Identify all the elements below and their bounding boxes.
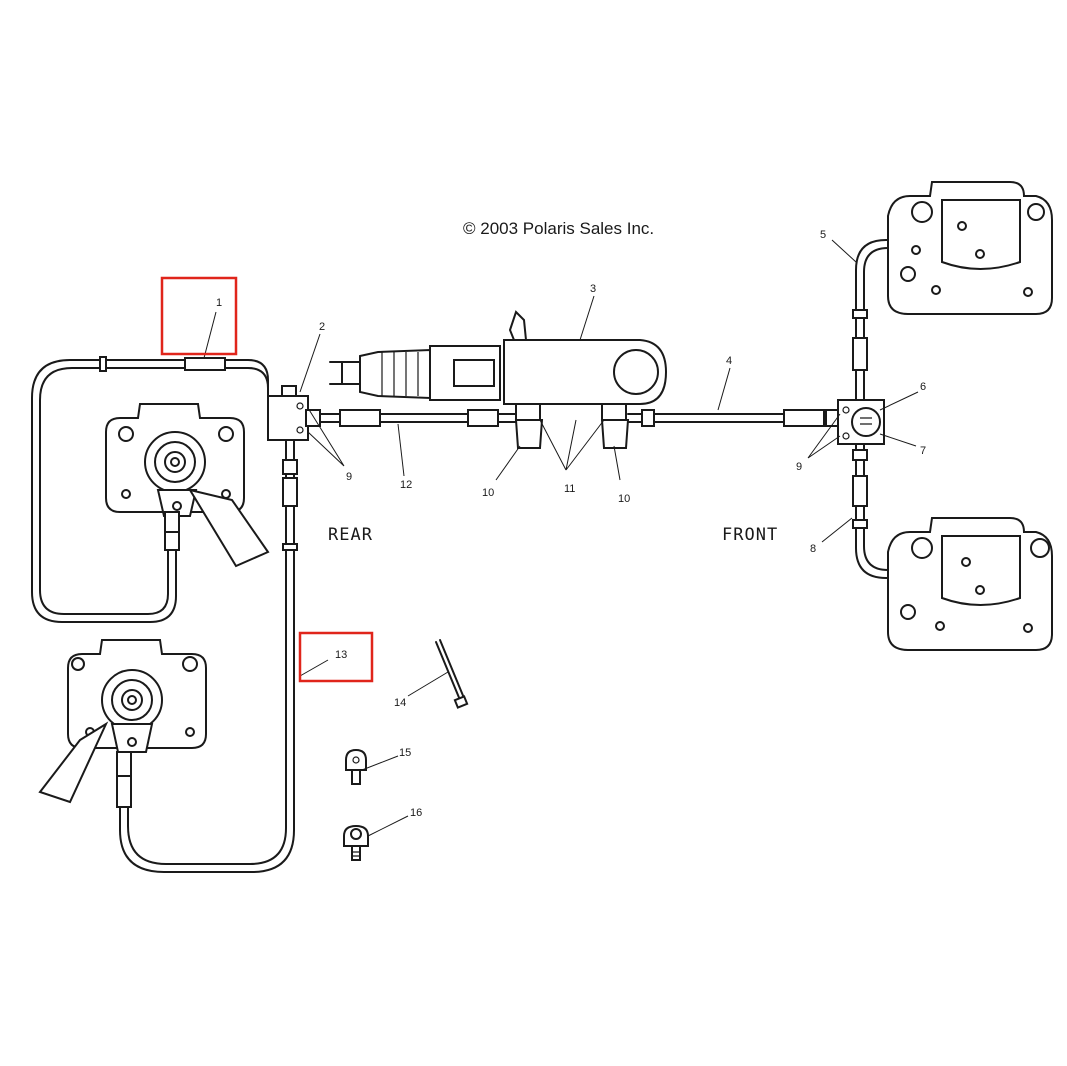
svg-text:2: 2 bbox=[319, 321, 325, 333]
rear-caliper-lower bbox=[38, 639, 207, 804]
rear-caliper-upper bbox=[105, 403, 270, 568]
svg-text:14: 14 bbox=[394, 697, 406, 709]
svg-text:16: 16 bbox=[410, 807, 422, 819]
callout-8: 8 bbox=[810, 517, 853, 555]
callout-14: 14 bbox=[394, 671, 449, 709]
svg-text:10: 10 bbox=[482, 487, 494, 499]
callout-6: 6 bbox=[879, 381, 926, 411]
callout-9-right: 9 bbox=[796, 413, 841, 473]
callout-13: 13 bbox=[299, 649, 347, 677]
svg-text:15: 15 bbox=[399, 747, 411, 759]
callout-10-right: 10 bbox=[613, 445, 630, 505]
callout-9-left: 9 bbox=[307, 407, 352, 483]
rear-brake-line-12 bbox=[305, 409, 521, 427]
front-caliper-lower bbox=[887, 517, 1053, 651]
master-cylinder bbox=[329, 310, 668, 449]
callout-4: 4 bbox=[717, 355, 732, 411]
svg-text:5: 5 bbox=[820, 229, 826, 241]
callout-5: 5 bbox=[820, 229, 857, 263]
svg-text:11: 11 bbox=[564, 483, 575, 495]
rear-brake-line-upper bbox=[31, 356, 269, 623]
callout-10-left: 10 bbox=[482, 445, 521, 499]
svg-text:7: 7 bbox=[920, 445, 926, 457]
svg-text:12: 12 bbox=[400, 479, 412, 491]
clip-part-15 bbox=[345, 748, 367, 785]
svg-text:3: 3 bbox=[590, 283, 596, 295]
svg-text:10: 10 bbox=[618, 493, 630, 505]
callout-15: 15 bbox=[361, 747, 411, 771]
rear-label: REAR bbox=[328, 525, 373, 545]
highlight-callout-13 bbox=[298, 631, 374, 683]
bolt-part-14 bbox=[435, 639, 469, 709]
highlight-callout-1 bbox=[160, 276, 238, 356]
clamp-part-16 bbox=[343, 824, 369, 861]
front-junction-block bbox=[837, 399, 885, 445]
callout-16: 16 bbox=[367, 807, 422, 837]
callout-11: 11 bbox=[539, 419, 605, 495]
rear-junction-block bbox=[267, 385, 309, 441]
callout-1: 1 bbox=[203, 297, 222, 359]
svg-text:1: 1 bbox=[216, 297, 222, 309]
svg-text:4: 4 bbox=[726, 355, 732, 367]
front-brake-line-4 bbox=[627, 409, 839, 427]
callout-7: 7 bbox=[879, 433, 926, 457]
callout-12: 12 bbox=[397, 423, 412, 491]
copyright-text: © 2003 Polaris Sales Inc. bbox=[463, 219, 654, 238]
svg-text:8: 8 bbox=[810, 543, 816, 555]
front-label: FRONT bbox=[722, 525, 778, 545]
svg-text:6: 6 bbox=[920, 381, 926, 393]
svg-text:13: 13 bbox=[335, 649, 347, 661]
svg-text:9: 9 bbox=[796, 461, 802, 473]
callout-2: 2 bbox=[299, 321, 325, 393]
callout-3: 3 bbox=[579, 283, 596, 341]
rear-brake-line-lower bbox=[116, 439, 298, 873]
front-caliper-upper bbox=[887, 181, 1053, 315]
svg-text:9: 9 bbox=[346, 471, 352, 483]
